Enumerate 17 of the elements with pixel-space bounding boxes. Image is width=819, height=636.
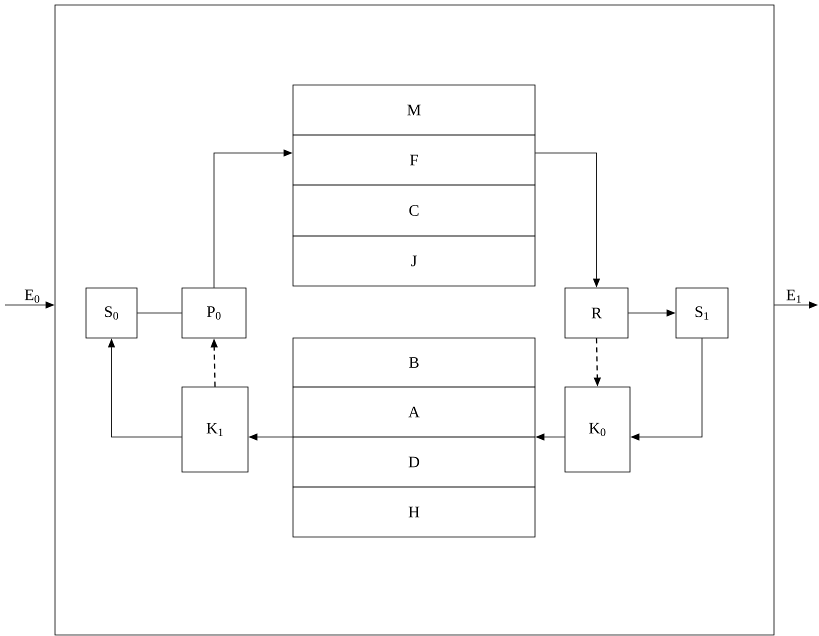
- table-row: J: [292, 236, 536, 286]
- process-box: S$_{1}$: [676, 288, 728, 338]
- table-row: A: [292, 386, 536, 438]
- table-row: H: [292, 486, 536, 538]
- process-box: P$_{0}$: [182, 288, 246, 338]
- process-box: K$_{1}$: [182, 386, 248, 472]
- table-row: M: [292, 84, 536, 136]
- table-row: C: [292, 184, 536, 236]
- table-row: F: [292, 134, 536, 186]
- edge-label: E$_{1}$: [786, 290, 801, 303]
- table-row: B: [292, 338, 536, 388]
- process-box: R: [564, 288, 628, 338]
- edge-label: E$_{0}$: [24, 290, 40, 303]
- process-box: S$_{0}$: [86, 288, 138, 338]
- frame-box: [54, 4, 774, 636]
- process-box: K$_{0}$: [564, 386, 630, 472]
- table-row: D: [292, 436, 536, 488]
